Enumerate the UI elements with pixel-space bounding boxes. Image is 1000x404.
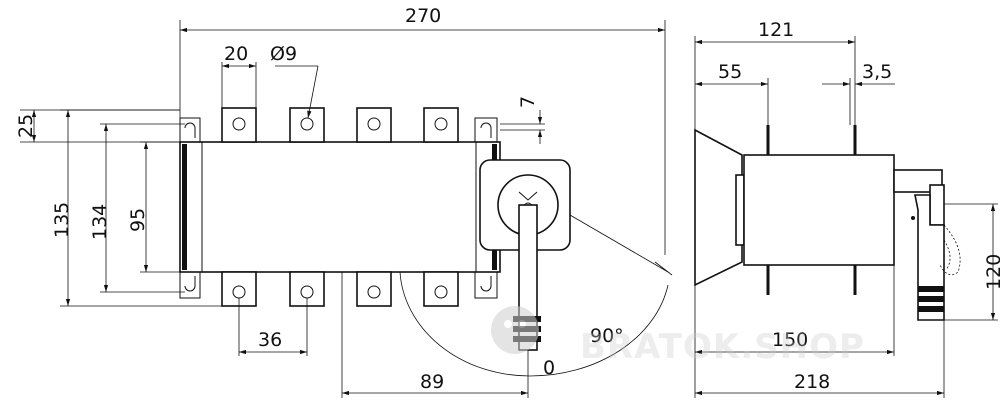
dim-270: 270 — [405, 5, 441, 27]
mount-hooks-top — [179, 117, 498, 142]
dim-angle-zero: 0 — [543, 357, 555, 379]
dim-angle: 90° — [590, 325, 624, 347]
side-view — [694, 125, 961, 321]
swing-line-end — [654, 261, 673, 276]
dim-36: 36 — [258, 329, 282, 351]
dim-25: 25 — [15, 114, 37, 138]
front-dimension-lines — [20, 20, 666, 398]
side-flange — [694, 128, 743, 287]
watermark-text: BRATOK.SHOP — [580, 327, 865, 367]
mount-hooks-bottom — [179, 272, 498, 299]
dim-218: 218 — [794, 371, 830, 393]
dim-95: 95 — [127, 208, 149, 232]
switch-body — [179, 141, 501, 273]
dim-3-5: 3,5 — [862, 61, 892, 83]
watermark: BRATOK.SHOP — [491, 306, 865, 367]
dim-55: 55 — [718, 61, 742, 83]
left-bracket-bar — [182, 144, 187, 270]
dim-121: 121 — [758, 19, 794, 41]
front-view — [179, 107, 673, 377]
dim-7: 7 — [517, 96, 539, 108]
left-end-bracket — [179, 141, 203, 273]
side-flange-plate — [735, 174, 745, 246]
dim-89: 89 — [420, 371, 444, 393]
swing-line — [569, 214, 669, 273]
dim-134: 134 — [89, 204, 111, 240]
dim-135: 135 — [51, 202, 73, 238]
side-dimension-lines — [694, 36, 998, 398]
swing-arc — [399, 271, 531, 377]
side-body — [743, 154, 895, 266]
dim-hole-diameter: Ø9 — [270, 43, 297, 65]
dim-120: 120 — [983, 254, 1000, 290]
top-terminals — [221, 107, 459, 143]
dim-150: 150 — [772, 329, 808, 351]
swing-arc-right — [529, 284, 669, 377]
side-shaft-end — [929, 184, 945, 226]
dim-20: 20 — [224, 43, 248, 65]
bottom-terminals — [221, 271, 459, 307]
